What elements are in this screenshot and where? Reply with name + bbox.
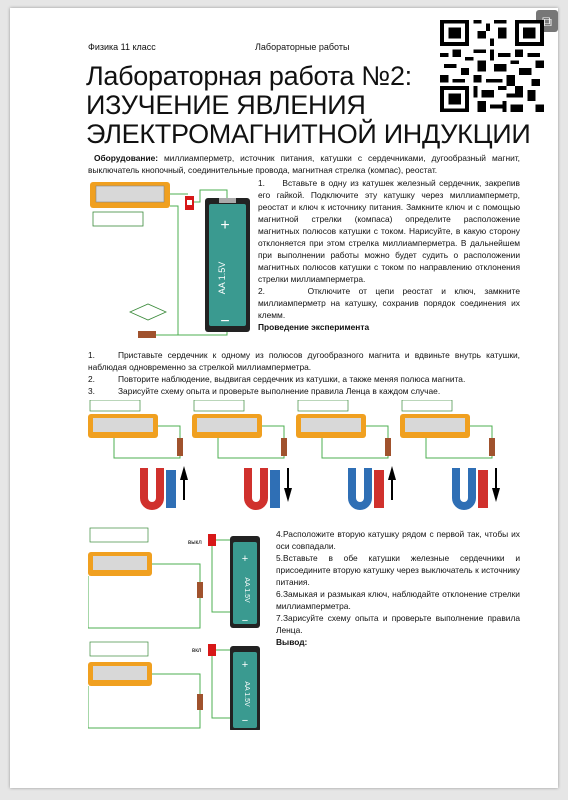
- magnet-experiments: [88, 400, 500, 510]
- step-6: 6.Замыкая и размыкая ключ, наблюдайте от…: [276, 589, 520, 611]
- battery-plus-sign: +: [220, 217, 229, 234]
- circuit-on: [88, 641, 260, 730]
- title-line-1: Лабораторная работа №2:: [86, 61, 412, 91]
- bottom-steps: 4.Расположите вторую катушку рядом с пер…: [276, 528, 520, 648]
- document-page: [10, 8, 558, 788]
- header-left: Физика 11 класс: [88, 42, 156, 52]
- magnet-panel-3: [296, 400, 396, 510]
- experiment-heading: Проведение эксперимента: [258, 322, 370, 332]
- step-1: 1. Вставьте в одну из катушек железный с…: [258, 177, 520, 285]
- battery-3-minus-sign: −: [242, 715, 248, 727]
- step-2-num: 2.: [258, 286, 265, 296]
- equipment-label: Оборудование:: [94, 153, 159, 163]
- magnet-panel-1: [88, 400, 188, 510]
- battery-minus-sign: −: [220, 313, 229, 330]
- experiment-item-1: 1.Приставьте сердечник к одному из полюс…: [88, 349, 520, 373]
- title-line-2: ИЗУЧЕНИЕ ЯВЛЕНИЯ: [86, 90, 366, 120]
- battery-label: AA 1.5V: [217, 262, 227, 295]
- step-7: 7.Зарисуйте схему опыта и проверьте выпо…: [276, 613, 520, 635]
- experiment-item-3: 3. Зарисуйте схему опыта и проверьте выпо…: [88, 385, 520, 397]
- title-line-3: ЭЛЕКТРОМАГНИТНОЙ ИНДУКЦИИ: [86, 119, 531, 149]
- battery-2-minus-sign: −: [242, 615, 248, 627]
- switch-off-label: выкл: [188, 540, 202, 546]
- circuit-off: [88, 527, 260, 629]
- equipment-paragraph: Оборудование: миллиамперметр, источник п…: [88, 152, 520, 176]
- conclusion-label: Вывод:: [276, 637, 308, 647]
- experiment-item-3-text: Зарисуйте схему опыта и проверьте выполн…: [118, 386, 441, 396]
- two-coil-circuits: выкл вкл: [88, 527, 260, 730]
- step-1-text: Вставьте в одну из катушек железный серд…: [258, 178, 520, 284]
- page-title: Лабораторная работа №2: ИЗУЧЕНИЕ ЯВЛЕНИЯ…: [86, 61, 531, 149]
- experiment-item-3-num: 3.: [88, 386, 95, 396]
- circuit-diagram-1: [90, 182, 250, 338]
- experiment-item-1-num: 1.: [88, 350, 95, 360]
- step-4: 4.Расположите вторую катушку рядом с пер…: [276, 529, 520, 551]
- battery-3: + AA 1.5V −: [242, 659, 250, 727]
- top-steps: 1. Вставьте в одну из катушек железный с…: [258, 177, 520, 333]
- magnet-panel-4: [400, 400, 500, 510]
- qr-code: [440, 20, 544, 112]
- experiment-item-1-text: Приставьте сердечник к одному из полюсов…: [88, 350, 520, 372]
- experiment-item-2-text: Повторите наблюдение, выдвигая сердечник…: [118, 374, 466, 384]
- experiment-list: 1.Приставьте сердечник к одному из полюс…: [88, 349, 520, 397]
- battery-3-label: AA 1.5V: [243, 681, 250, 707]
- step-2-text: Отключите от цепи реостат и ключ, замкни…: [258, 286, 520, 320]
- step-1-num: 1.: [258, 178, 265, 188]
- battery-2: + AA 1.5V −: [242, 553, 250, 627]
- step-2: 2. Отключите от цепи реостат и ключ, зам…: [258, 285, 520, 321]
- battery-2-label: AA 1.5V: [243, 577, 250, 603]
- experiment-item-2-num: 2.: [88, 374, 95, 384]
- equipment-text: миллиамперметр, источник питания, катушк…: [88, 153, 520, 175]
- battery-2-plus-sign: +: [242, 553, 248, 565]
- battery-3-plus-sign: +: [242, 659, 248, 671]
- switch-on-label: вкл: [192, 648, 202, 654]
- step-5: 5.Вставьте в обе катушки железные сердеч…: [276, 553, 520, 587]
- battery-1: + AA 1.5V −: [217, 217, 230, 330]
- header-right: Лабораторные работы: [255, 42, 350, 52]
- experiment-item-2: 2. Повторите наблюдение, выдвигая сердечн…: [88, 373, 520, 385]
- magnet-panel-2: [192, 400, 292, 510]
